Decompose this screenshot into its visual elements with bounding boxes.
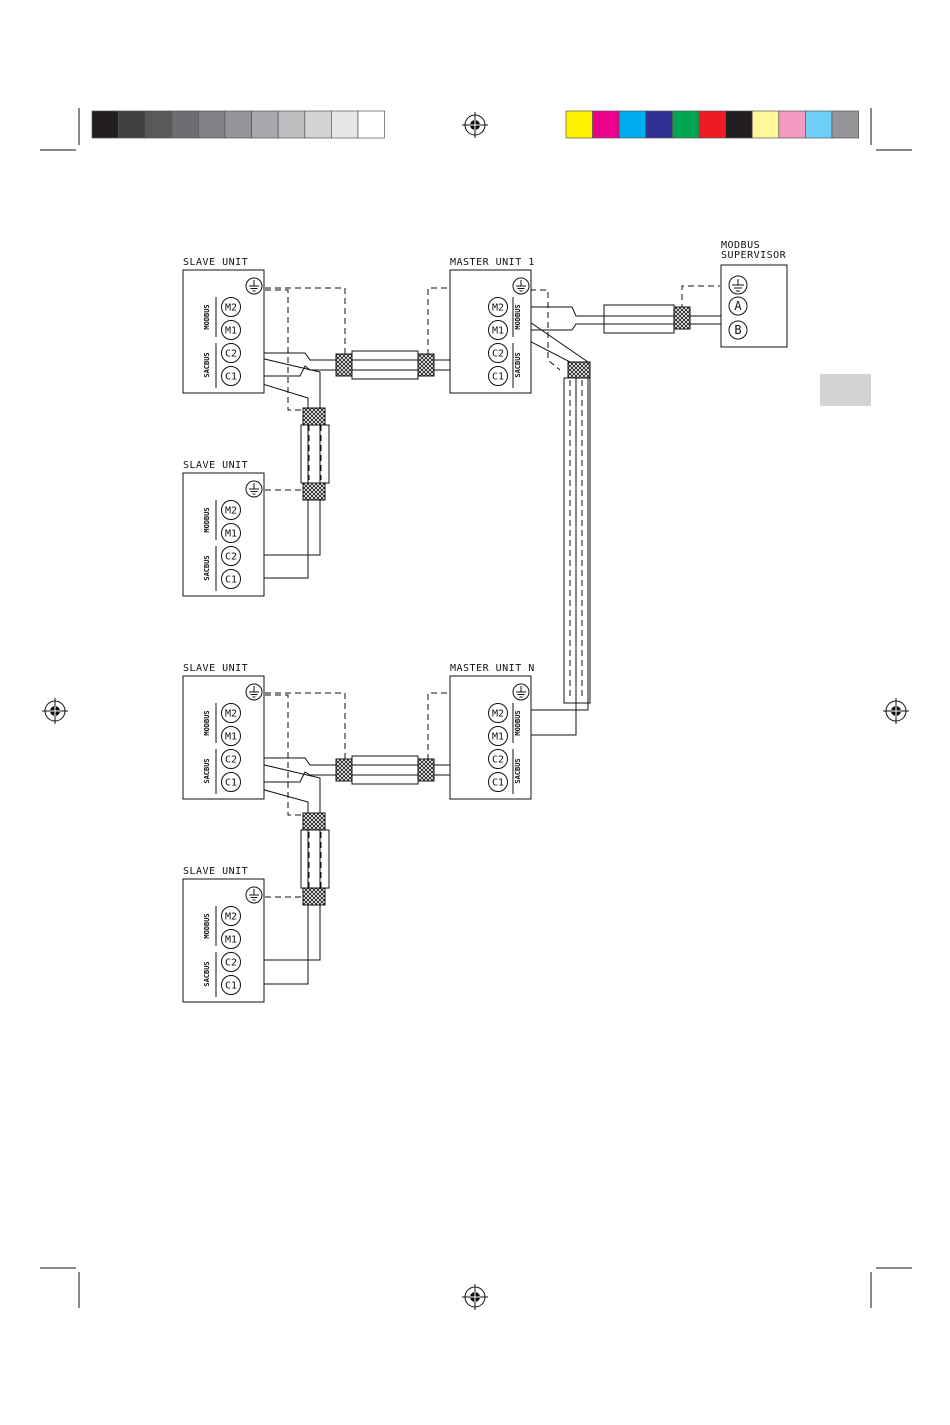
unit-title: MASTER UNIT N xyxy=(450,663,535,674)
modbus-group-label: MODBUS xyxy=(203,507,211,532)
color-swatch xyxy=(566,111,593,138)
section-tab xyxy=(820,374,871,406)
terminal-c2-label: C2 xyxy=(225,552,237,563)
gray-swatch xyxy=(278,111,305,138)
terminal-m1-label: M1 xyxy=(225,326,237,337)
terminal-m2-label: M2 xyxy=(225,912,237,923)
modbus-group-label: MODBUS xyxy=(203,710,211,735)
color-swatch xyxy=(779,111,806,138)
terminal-b-label: B xyxy=(734,323,741,337)
terminal-c2-label: C2 xyxy=(492,755,504,766)
unit-title: SLAVE UNIT xyxy=(183,257,248,268)
gray-swatch xyxy=(305,111,332,138)
modbus-group-label: MODBUS xyxy=(514,304,522,329)
terminal-c1-label: C1 xyxy=(492,372,504,383)
terminal-m1-label: M1 xyxy=(225,529,237,540)
terminal-c1-label: C1 xyxy=(225,575,237,586)
terminal-c1-label: C1 xyxy=(225,981,237,992)
color-swatch xyxy=(619,111,646,138)
color-swatch xyxy=(726,111,753,138)
unit-title: SLAVE UNIT xyxy=(183,866,248,877)
sacbus-group-label: SACBUS xyxy=(203,758,211,783)
ground-icon xyxy=(246,481,262,497)
color-swatch xyxy=(752,111,779,138)
gray-swatch xyxy=(358,111,385,138)
modbus-group-label: MODBUS xyxy=(514,710,522,735)
grayscale-calibration-bar xyxy=(92,111,385,138)
terminal-c2-label: C2 xyxy=(492,349,504,360)
sacbus-group-label: SACBUS xyxy=(514,758,522,783)
gray-swatch xyxy=(119,111,146,138)
color-swatch xyxy=(699,111,726,138)
terminal-m1-label: M1 xyxy=(225,935,237,946)
color-swatch xyxy=(672,111,699,138)
modbus-group-label: MODBUS xyxy=(203,304,211,329)
gray-swatch xyxy=(225,111,252,138)
gray-swatch xyxy=(145,111,172,138)
gray-swatch xyxy=(331,111,358,138)
terminal-m2-label: M2 xyxy=(225,506,237,517)
registration-mark-icon xyxy=(462,112,488,138)
terminal-c2-label: C2 xyxy=(225,958,237,969)
terminal-m2-label: M2 xyxy=(492,303,504,314)
terminal-m1-label: M1 xyxy=(492,732,504,743)
terminal-c2-label: C2 xyxy=(225,755,237,766)
terminal-c1-label: C1 xyxy=(492,778,504,789)
unit-title: MASTER UNIT 1 xyxy=(450,257,535,268)
supervisor-title-line2: SUPERVISOR xyxy=(721,250,787,261)
registration-mark-icon xyxy=(462,1284,488,1310)
color-swatch xyxy=(805,111,832,138)
ground-icon xyxy=(246,887,262,903)
gray-swatch xyxy=(92,111,119,138)
sacbus-group-label: SACBUS xyxy=(203,961,211,986)
ground-icon xyxy=(513,278,529,294)
unit-title: SLAVE UNIT xyxy=(183,460,248,471)
ground-icon xyxy=(729,276,747,294)
registration-mark-icon xyxy=(42,698,68,724)
terminal-m1-label: M1 xyxy=(225,732,237,743)
terminal-c1-label: C1 xyxy=(225,372,237,383)
terminal-a-label: A xyxy=(734,299,742,313)
color-swatch xyxy=(646,111,673,138)
terminal-c2-label: C2 xyxy=(225,349,237,360)
ground-icon xyxy=(246,278,262,294)
sacbus-group-label: SACBUS xyxy=(514,352,522,377)
registration-mark-icon xyxy=(883,698,909,724)
gray-swatch xyxy=(252,111,279,138)
color-swatch xyxy=(832,111,859,138)
terminal-m1-label: M1 xyxy=(492,326,504,337)
terminal-c1-label: C1 xyxy=(225,778,237,789)
ground-icon xyxy=(246,684,262,700)
terminal-m2-label: M2 xyxy=(225,303,237,314)
color-swatch xyxy=(593,111,620,138)
shield-clamp-icon xyxy=(303,307,690,905)
modbus-supervisor: MODBUS SUPERVISOR A B xyxy=(721,240,787,347)
sacbus-group-label: SACBUS xyxy=(203,555,211,580)
gray-swatch xyxy=(198,111,225,138)
sacbus-group-label: SACBUS xyxy=(203,352,211,377)
color-calibration-bar xyxy=(566,111,859,138)
terminal-m2-label: M2 xyxy=(225,709,237,720)
terminal-m2-label: M2 xyxy=(492,709,504,720)
ground-icon xyxy=(513,684,529,700)
unit-title: SLAVE UNIT xyxy=(183,663,248,674)
modbus-group-label: MODBUS xyxy=(203,913,211,938)
gray-swatch xyxy=(172,111,199,138)
